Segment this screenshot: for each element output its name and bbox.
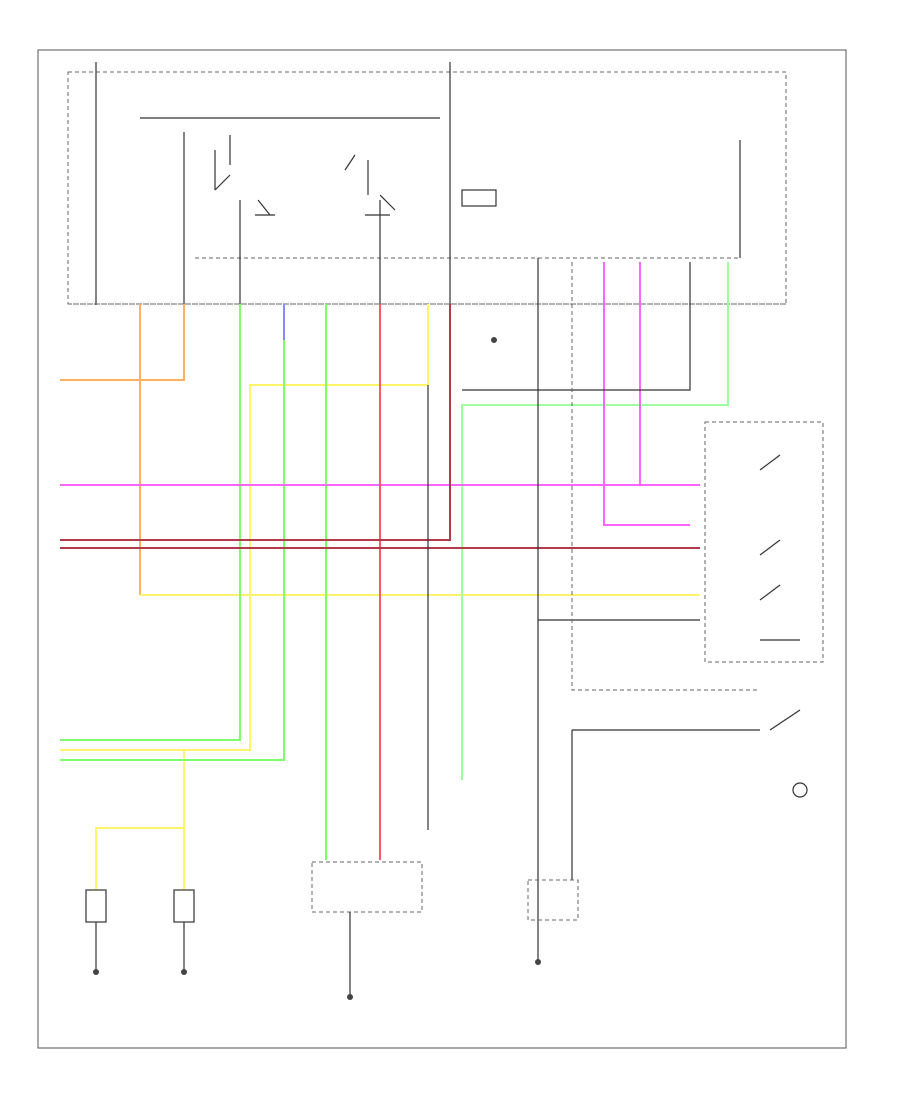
gray-wire-1 [571,262,760,691]
green-wire-4 [461,262,729,780]
ground-top [491,337,497,343]
page-border [37,49,847,1049]
orange-wire-2 [139,304,185,595]
lamp-left-1 [85,889,107,970]
combination-meter-box [311,861,423,913]
left-turn-relay-switch [214,135,275,216]
yellow-wire-left [95,750,185,890]
right-connector-box [527,879,579,921]
orange-wire [60,304,141,381]
lamp-left-2 [173,889,195,970]
right-turn-relay-switch [344,154,396,216]
black-wire-top-right [462,262,691,391]
red-wire-2 [60,304,451,541]
tailgate-switch [769,709,801,731]
ground-right [535,959,541,965]
green-wire-1 [60,304,241,741]
switch-contacts [759,454,800,641]
right-switch-box [704,421,824,663]
green-wire-2 [60,304,285,761]
ground-left-1 [93,969,99,975]
hazard-module-block [461,189,497,207]
yellow-wire-top [60,304,429,751]
ground-left-2 [181,969,187,975]
buzzer [792,782,808,798]
pink-wire-right-2 [603,262,690,526]
ground-center [347,994,353,1000]
control-unit-box [67,71,787,305]
